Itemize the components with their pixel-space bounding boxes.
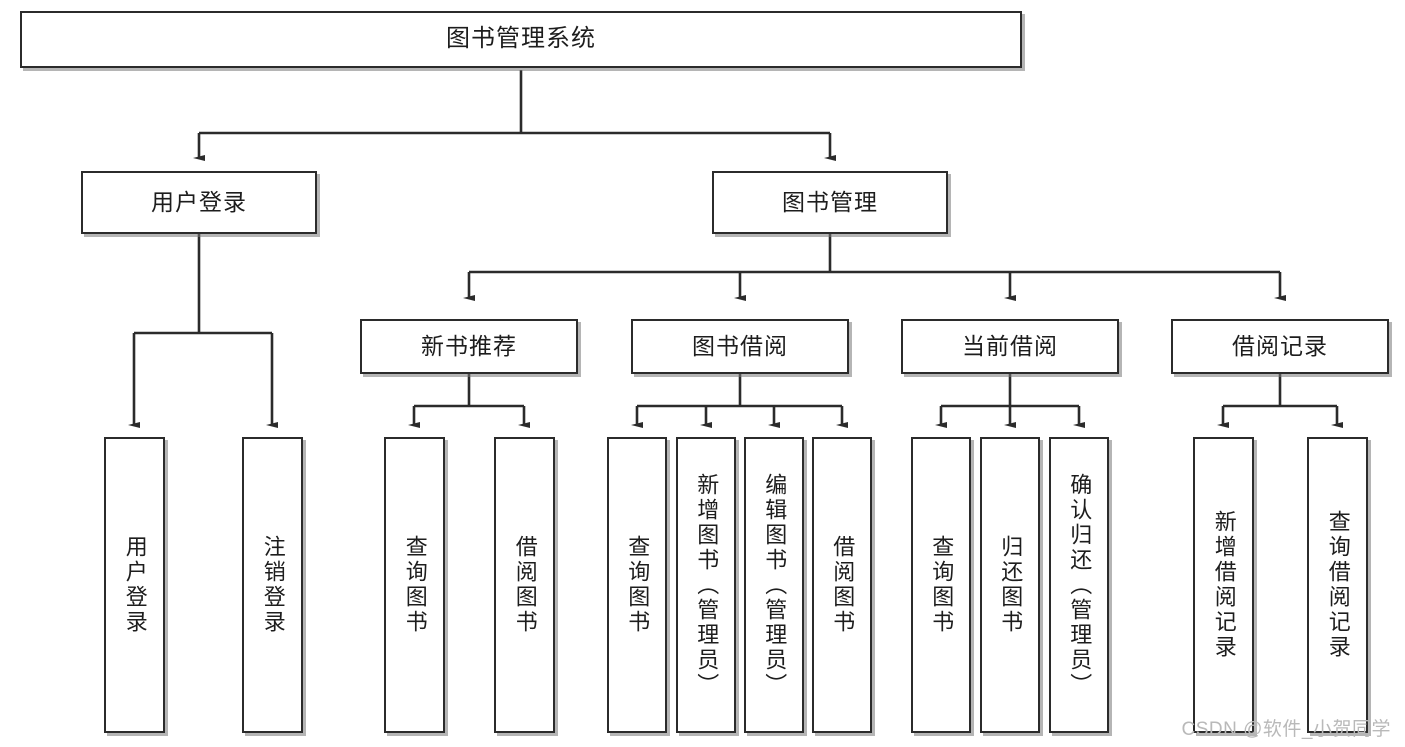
leaf-current-borrow-confirm-return[interactable]: 确认归还（管理员） bbox=[1049, 437, 1109, 733]
node-label: 编辑图书（管理员） bbox=[762, 472, 788, 698]
node-book-management[interactable]: 图书管理 bbox=[712, 171, 948, 234]
node-label: 图书管理 bbox=[782, 188, 878, 215]
leaf-user-login-login[interactable]: 用户登录 bbox=[104, 437, 165, 733]
node-label: 新书推荐 bbox=[421, 332, 517, 359]
node-label: 归还图书 bbox=[998, 535, 1024, 635]
node-label: 用户登录 bbox=[151, 188, 247, 215]
leaf-current-borrow-return-book[interactable]: 归还图书 bbox=[980, 437, 1040, 733]
node-label: 查询借阅记录 bbox=[1325, 510, 1351, 660]
leaf-new-book-query-book[interactable]: 查询图书 bbox=[384, 437, 445, 733]
node-borrow-record[interactable]: 借阅记录 bbox=[1171, 319, 1389, 374]
leaf-book-borrow-edit-book[interactable]: 编辑图书（管理员） bbox=[744, 437, 804, 733]
leaf-borrow-record-add-record[interactable]: 新增借阅记录 bbox=[1193, 437, 1254, 733]
leaf-user-login-logout[interactable]: 注销登录 bbox=[242, 437, 303, 733]
leaf-new-book-borrow-book[interactable]: 借阅图书 bbox=[494, 437, 555, 733]
leaf-book-borrow-borrow-book[interactable]: 借阅图书 bbox=[812, 437, 872, 733]
leaf-borrow-record-query-record[interactable]: 查询借阅记录 bbox=[1307, 437, 1368, 733]
node-user-login[interactable]: 用户登录 bbox=[81, 171, 317, 234]
node-current-borrow[interactable]: 当前借阅 bbox=[901, 319, 1119, 374]
leaf-book-borrow-add-book[interactable]: 新增图书（管理员） bbox=[676, 437, 736, 733]
node-label: 借阅图书 bbox=[830, 535, 856, 635]
node-label: 新增图书（管理员） bbox=[694, 472, 720, 698]
node-new-book-recommend[interactable]: 新书推荐 bbox=[360, 319, 578, 374]
node-label: 当前借阅 bbox=[962, 332, 1058, 359]
node-label: 注销登录 bbox=[260, 535, 286, 635]
node-label: 新增借阅记录 bbox=[1211, 510, 1237, 660]
node-label: 用户登录 bbox=[122, 535, 148, 635]
node-label: 借阅记录 bbox=[1232, 332, 1328, 359]
node-label: 确认归还（管理员） bbox=[1067, 472, 1093, 698]
leaf-book-borrow-query-book[interactable]: 查询图书 bbox=[607, 437, 667, 733]
node-label: 查询图书 bbox=[929, 535, 955, 635]
node-root-system[interactable]: 图书管理系统 bbox=[20, 11, 1022, 68]
node-label: 图书管理系统 bbox=[446, 25, 596, 53]
leaf-current-borrow-query-book[interactable]: 查询图书 bbox=[911, 437, 971, 733]
node-book-borrow[interactable]: 图书借阅 bbox=[631, 319, 849, 374]
csdn-watermark: CSDN @软件_小贺同学 bbox=[1181, 719, 1391, 740]
node-label: 查询图书 bbox=[402, 535, 428, 635]
node-label: 借阅图书 bbox=[512, 535, 538, 635]
node-label: 查询图书 bbox=[625, 535, 651, 635]
node-label: 图书借阅 bbox=[692, 332, 788, 359]
